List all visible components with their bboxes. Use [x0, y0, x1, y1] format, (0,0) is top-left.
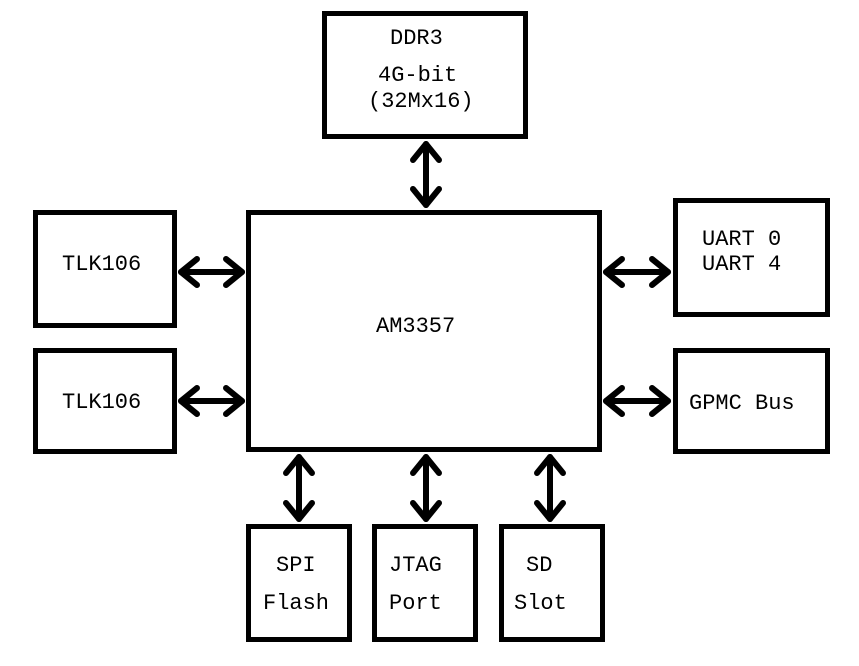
arrow-am3357-uart — [603, 256, 671, 288]
spi-flash-block — [246, 524, 352, 642]
arrow-tlk106-lower-am3357 — [178, 385, 245, 417]
am3357-label: AM3357 — [376, 314, 456, 339]
uart-block — [673, 198, 830, 317]
arrow-tlk106-upper-am3357 — [178, 256, 245, 288]
tlk106-upper-label: TLK106 — [62, 252, 142, 277]
am3357-processor-block — [246, 210, 602, 452]
jtag-port-block — [372, 524, 478, 642]
sd-slot-block — [499, 524, 605, 642]
ddr3-block — [322, 11, 528, 139]
uart-4-label: UART 4 — [702, 252, 782, 277]
ddr3-title: DDR3 — [390, 26, 443, 51]
port-label: Port — [389, 591, 442, 616]
arrow-am3357-spi-flash — [283, 454, 315, 522]
flash-label: Flash — [263, 591, 330, 616]
arrow-am3357-gpmc — [603, 385, 671, 417]
ddr3-organization: (32Mx16) — [368, 89, 474, 114]
arrow-am3357-jtag — [410, 454, 442, 522]
spi-label: SPI — [276, 553, 316, 578]
tlk106-phy-block-upper — [33, 210, 177, 328]
uart-0-label: UART 0 — [702, 227, 782, 252]
gpmc-bus-label: GPMC Bus — [689, 391, 795, 416]
tlk106-phy-block-lower — [33, 348, 177, 454]
sd-label: SD — [526, 553, 553, 578]
arrow-am3357-sd-slot — [534, 454, 566, 522]
slot-label: Slot — [514, 591, 567, 616]
jtag-label: JTAG — [389, 553, 442, 578]
arrow-ddr3-am3357 — [410, 141, 442, 208]
tlk106-lower-label: TLK106 — [62, 390, 142, 415]
gpmc-bus-block — [673, 348, 830, 454]
ddr3-size: 4G-bit — [378, 63, 458, 88]
